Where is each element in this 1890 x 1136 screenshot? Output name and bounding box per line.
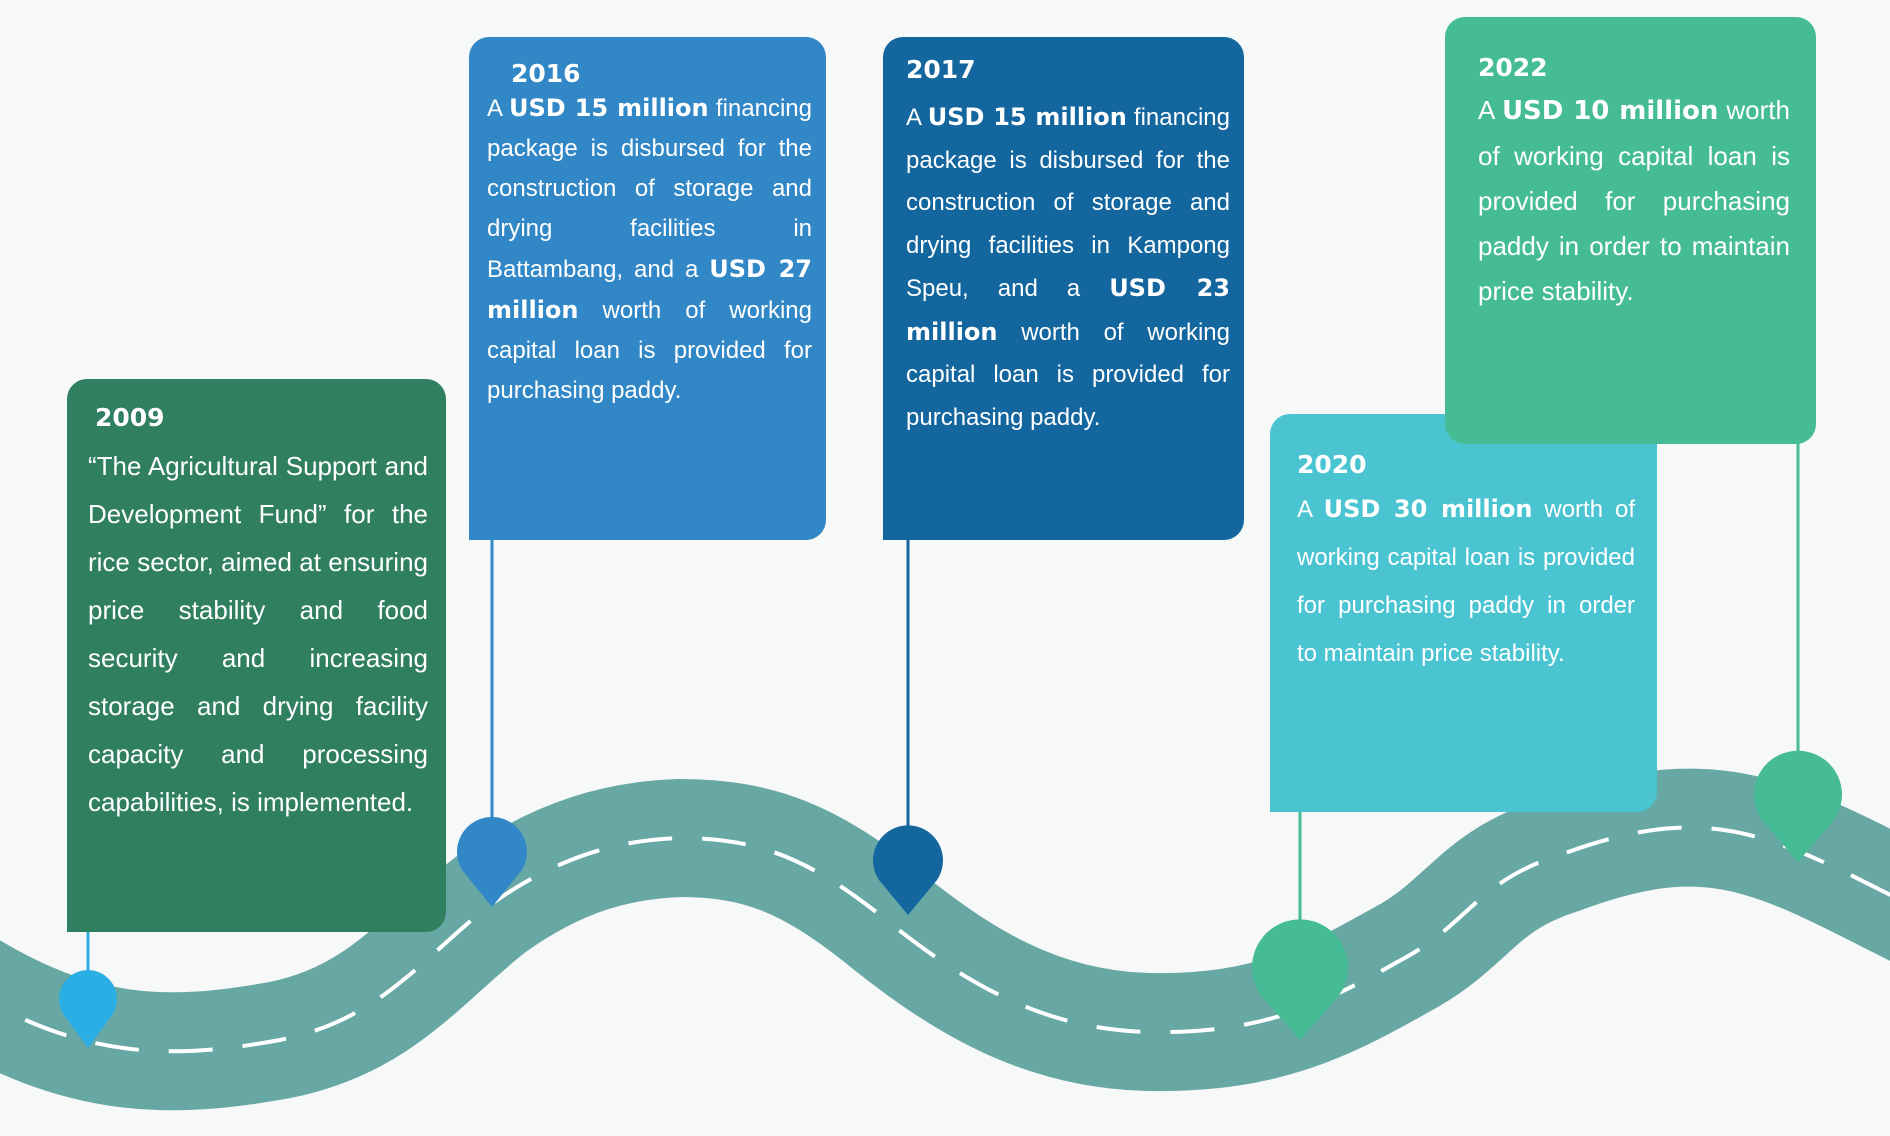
description-text: financing package is disbursed for the c…	[487, 95, 812, 283]
map-pin-icon-2022	[1754, 750, 1843, 862]
milestone-year: 2009	[95, 403, 165, 432]
milestone-description: “The Agricultural Support and Developmen…	[88, 442, 428, 826]
highlight-amount: USD 10 million	[1501, 96, 1719, 126]
milestone-description: A USD 10 million worth of working capita…	[1478, 88, 1790, 314]
description-text: A	[906, 104, 928, 131]
highlight-amount: USD 15 million	[509, 94, 709, 122]
description-text: A	[1297, 496, 1324, 523]
map-pin-icon-2016	[456, 816, 527, 907]
milestone-year: 2020	[1297, 450, 1367, 479]
description-text: “The Agricultural Support and Developmen…	[88, 451, 428, 817]
description-text: A	[487, 95, 509, 122]
milestone-year: 2016	[511, 59, 581, 88]
map-pin-icon-2009	[59, 970, 117, 1048]
highlight-amount: USD 15 million	[927, 103, 1127, 131]
milestone-card-2022: 2022 A USD 10 million worth of working c…	[1445, 17, 1816, 444]
description-text: A	[1478, 95, 1502, 125]
description-text: financing package is disbursed for the c…	[906, 104, 1230, 302]
highlight-amount: USD 30 million	[1323, 495, 1533, 523]
map-pin-icon-2020	[1252, 919, 1349, 1040]
milestone-description: A USD 15 million financing package is di…	[487, 88, 812, 411]
milestone-card-2017: 2017 A USD 15 million financing package …	[883, 37, 1244, 540]
milestone-description: A USD 15 million financing package is di…	[906, 96, 1230, 439]
road-center-dashes	[0, 825, 1890, 1054]
map-pin-icon-2017	[873, 825, 943, 915]
description-text: worth of working capital loan is provide…	[487, 297, 812, 404]
milestone-year: 2022	[1478, 53, 1548, 82]
milestone-description: A USD 30 million worth of working capita…	[1297, 485, 1635, 678]
highlight-amount: USD 27 million	[487, 255, 812, 324]
milestone-card-2020: 2020 A USD 30 million worth of working c…	[1270, 414, 1657, 812]
description-text: worth of working capital loan is provide…	[1297, 496, 1635, 667]
milestone-card-2016: 2016 A USD 15 million financing package …	[469, 37, 826, 540]
milestone-year: 2017	[906, 55, 976, 84]
description-text: worth of working capital loan is provide…	[1478, 95, 1790, 306]
highlight-amount: USD 23 million	[906, 274, 1230, 346]
milestone-card-2009: 2009 “The Agricultural Support and Devel…	[67, 379, 446, 932]
description-text: worth of working capital loan is provide…	[906, 318, 1230, 431]
